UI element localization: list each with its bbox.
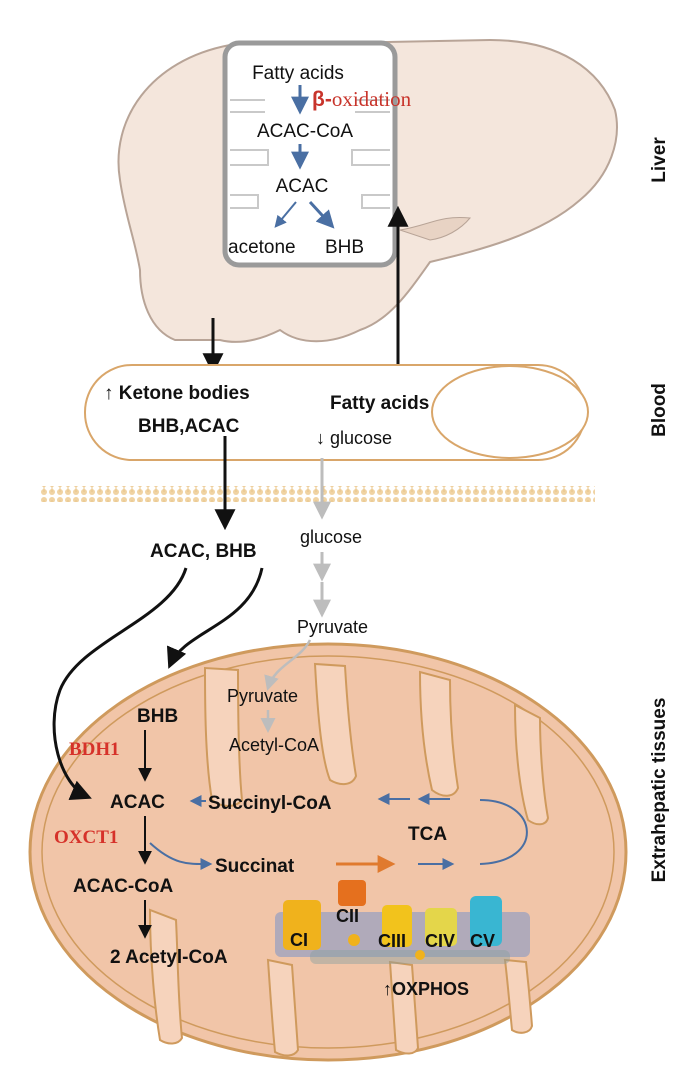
bdh1-enzyme-label: BDH1 (69, 739, 120, 760)
complex-iii-label: CIII (378, 931, 406, 951)
mitochondrion-inner-rim (41, 655, 615, 1049)
tca-label: TCA (408, 824, 447, 845)
complex-i-label: CI (290, 930, 308, 950)
succinyl-coa-label: Succinyl-CoA (208, 793, 332, 814)
mito-bhb-label: BHB (137, 706, 178, 727)
electron-transport-chain (275, 880, 530, 964)
arrow-acac-to-acetone (274, 201, 297, 228)
blood-bhb-acac-label: BHB,ACAC (138, 416, 240, 437)
arrow-pyruvate-into-mito (264, 639, 312, 691)
side-label-blood: Blood (649, 383, 670, 437)
oxct1-enzyme-label: OXCT1 (54, 827, 118, 848)
cell-glucose-label: glucose (300, 527, 362, 547)
liver-fatty-acids-label: Fatty acids (252, 63, 344, 84)
mito-two-acetyl-coa-label: 2 Acetyl-CoA (110, 947, 228, 968)
liver-mito-cristae (230, 99, 390, 209)
beta-oxidation-label: β-oxidation (312, 87, 412, 111)
blood-glucose-label: ↓ glucose (316, 428, 392, 448)
ketone-bodies-label: ↑ Ketone bodies (104, 383, 250, 404)
liver-acac-label: ACAC (276, 176, 329, 197)
oxphos-label: ↑OXPHOS (383, 979, 469, 999)
mito-acac-label: ACAC (110, 792, 165, 813)
complex-ii-shape (338, 880, 366, 906)
liver-vessel-detail (399, 216, 471, 241)
complex-ii-label: CII (336, 906, 359, 926)
complex-iv-label: CIV (425, 931, 455, 951)
complex-v-label: CV (470, 931, 495, 951)
red-blood-cell (431, 365, 589, 459)
mito-acetyl-coa-label: Acetyl-CoA (229, 735, 319, 755)
complex-v-shape (470, 896, 502, 946)
side-label-liver: Liver (649, 137, 670, 183)
side-label-extrahepatic: Extrahepatic tissues (649, 698, 670, 883)
liver-acac-coa-label: ACAC-CoA (257, 121, 353, 142)
arrow-acac-to-bhb (308, 200, 335, 229)
tca-cycle-loop (479, 799, 528, 865)
cytosol-pyruvate-label: Pyruvate (297, 617, 368, 637)
succinat-label: Succinat (215, 856, 295, 877)
cell-acac-bhb-label: ACAC, BHB (150, 541, 257, 562)
mito-acac-coa-label: ACAC-CoA (73, 876, 174, 897)
arrow-ketone-curve-2 (166, 567, 264, 669)
mito-pyruvate-label: Pyruvate (227, 686, 298, 706)
complex-i-shape (283, 900, 321, 950)
cell-membrane (40, 486, 595, 502)
complex-iii-shape (382, 905, 412, 947)
blood-fatty-acids-label: Fatty acids (330, 393, 429, 414)
liver-acetone-label: acetone (228, 237, 296, 258)
liver-mitochondrion (222, 40, 398, 268)
mito-cristae (148, 662, 550, 1057)
complex-iv-shape (425, 908, 457, 946)
arrow-acac-to-succinat (149, 842, 213, 871)
liver-bhb-label: BHB (325, 237, 364, 258)
arrow-ketone-curve-1 (52, 567, 188, 801)
